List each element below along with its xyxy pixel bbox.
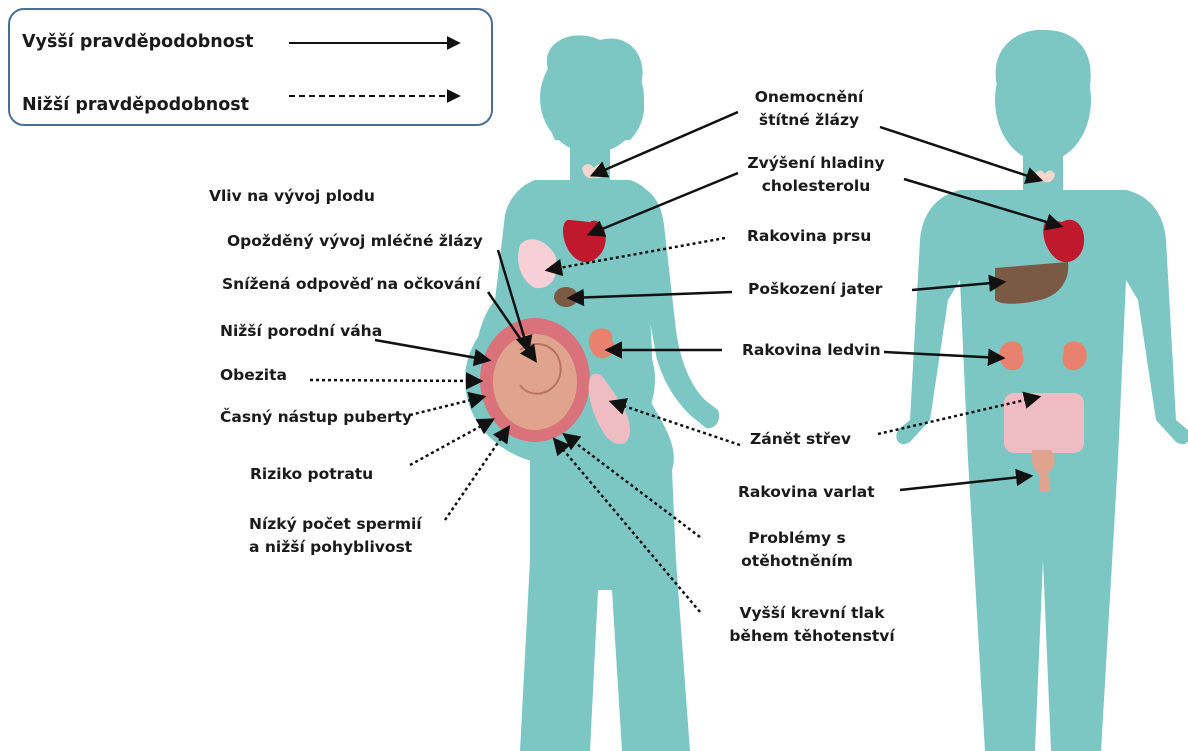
label-thyroid-line1: Onemocnění (755, 86, 864, 109)
male-hair (996, 30, 1091, 95)
fetal-item-sperm: Nízký počet spermií a nižší pohyblivost (249, 513, 422, 559)
label-thyroid: Onemocnění štítné žlázy (755, 86, 864, 132)
arrow-birth-weight (375, 340, 488, 360)
fetal-item-obesity: Obezita (220, 364, 287, 387)
fetal-heading: Vliv na vývoj plodu (209, 185, 375, 208)
legend-lower-label: Nižší pravděpodobnost (22, 95, 249, 115)
label-pregnancy-hypertension: Vyšší krevní tlak během těhotenství (729, 602, 894, 648)
label-cholesterol-line1: Zvýšení hladiny (747, 152, 884, 175)
label-bowel-inflammation: Zánět střev (750, 428, 851, 451)
label-testicular-cancer: Rakovina varlat (738, 481, 875, 504)
label-thyroid-line2: štítné žlázy (755, 109, 864, 132)
female-hair (546, 35, 644, 140)
label-cholesterol: Zvýšení hladiny cholesterolu (747, 152, 884, 198)
arrow-obesity (310, 380, 480, 381)
arrows (310, 112, 1060, 612)
label-pregnancy-problems: Problémy s otěhotněním (741, 527, 853, 573)
fetal-item-vaccination: Snížená odpověď na očkování (222, 273, 481, 296)
label-pregnancy-hypertension-line1: Vyšší krevní tlak (729, 602, 894, 625)
fetal-item-sperm-line2: a nižší pohyblivost (249, 536, 422, 559)
male-silhouette (896, 30, 1188, 751)
label-pregnancy-problems-line2: otěhotněním (741, 550, 853, 573)
fetal-item-miscarriage: Riziko potratu (250, 463, 373, 486)
fetal-item-mammary: Opožděný vývoj mléčné žlázy (227, 230, 483, 253)
label-breast-cancer: Rakovina prsu (747, 225, 871, 248)
legend-higher-label: Vyšší pravděpodobnost (22, 32, 254, 52)
label-liver-damage: Poškození jater (748, 278, 882, 301)
fetal-item-puberty: Časný nástup puberty (220, 406, 412, 429)
fetus (493, 334, 577, 430)
label-cholesterol-line2: cholesterolu (747, 175, 884, 198)
arrow-miscarriage (410, 420, 492, 465)
fetal-item-sperm-line1: Nízký počet spermií (249, 513, 422, 536)
label-kidney-cancer: Rakovina ledvin (742, 339, 881, 362)
male-intestine (1004, 393, 1084, 453)
fetal-item-birth-weight: Nižší porodní váha (220, 320, 382, 343)
label-pregnancy-problems-line1: Problémy s (741, 527, 853, 550)
label-pregnancy-hypertension-line2: během těhotenství (729, 625, 894, 648)
